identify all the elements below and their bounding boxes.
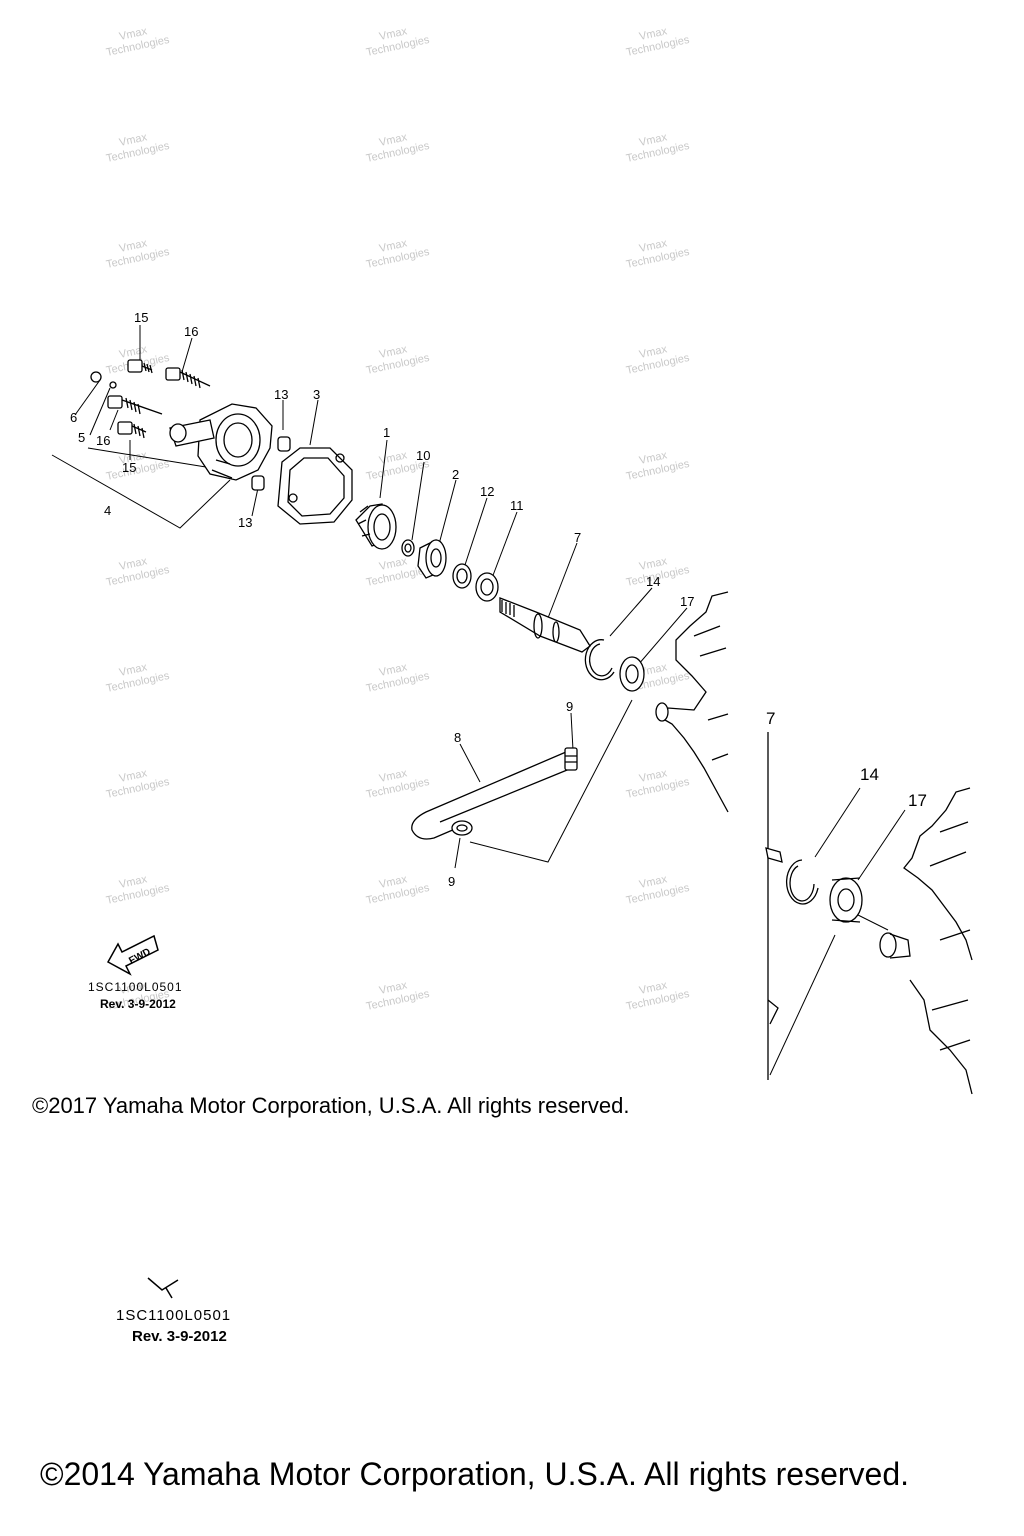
callout-1: 1 <box>383 425 390 440</box>
bearing-11 <box>475 572 499 602</box>
watermark-text: Vmax <box>118 661 148 679</box>
watermark-text: Vmax <box>378 25 408 43</box>
watermark-text: Vmax <box>378 979 408 997</box>
watermark-text: Vmax <box>638 343 668 361</box>
callout-13-upper: 13 <box>274 387 288 402</box>
watermark-text: Vmax <box>118 237 148 255</box>
hose-clamp-9-upper <box>564 747 578 771</box>
revision-date-top: Rev. 3-9-2012 <box>100 997 176 1011</box>
callout-8: 8 <box>454 730 461 745</box>
circlip-14 <box>584 639 615 681</box>
watermark-text: Vmax <box>118 555 148 573</box>
mechanical-seal-2 <box>417 539 447 579</box>
copyright-notice-top: ©2017 Yamaha Motor Corporation, U.S.A. A… <box>32 1093 630 1118</box>
watermark-text: Vmax <box>638 449 668 467</box>
callout-5: 5 <box>78 430 85 445</box>
inset-callout-7: 7 <box>766 709 775 728</box>
dowel-pin-13-lower <box>251 475 265 491</box>
watermark-text: Vmax <box>638 555 668 573</box>
callout-16-lower: 16 <box>96 433 110 448</box>
callout-10: 10 <box>416 448 430 463</box>
watermark-text: Vmax <box>118 873 148 891</box>
bolt-16-upper <box>165 367 211 389</box>
drawing-code-bottom: 1SC1100L0501 <box>116 1307 232 1324</box>
watermark-text: Vmax <box>638 767 668 785</box>
callout-9-lower: 9 <box>448 874 455 889</box>
inset-callout-14: 14 <box>860 765 879 784</box>
drawing-code-top: 1SC1100L0501 <box>88 980 183 994</box>
watermark-text: Vmax <box>638 661 668 679</box>
forward-arrow-fragment <box>147 1277 179 1299</box>
revision-date-bottom: Rev. 3-9-2012 <box>132 1328 227 1345</box>
watermark-text: Vmax <box>118 767 148 785</box>
watermark-text: Vmax <box>378 767 408 785</box>
watermark-text: Vmax <box>378 661 408 679</box>
forward-direction-arrow <box>106 934 159 976</box>
drain-bolt-6 <box>90 371 117 389</box>
dowel-pin-13-upper <box>277 436 291 452</box>
watermark-text: Vmax <box>118 343 148 361</box>
callout-15-upper: 15 <box>134 310 148 325</box>
callout-labels: 15 16 13 3 6 5 16 15 4 13 1 10 2 12 11 7… <box>70 310 927 967</box>
bolt-15-lower <box>117 421 147 439</box>
callout-7: 7 <box>574 530 581 545</box>
inset-detail <box>765 732 973 1095</box>
washer-10 <box>401 539 415 557</box>
impeller-shaft-7 <box>499 597 591 653</box>
watermark-text: Vmax <box>378 131 408 149</box>
watermark-text: Vmax <box>638 979 668 997</box>
hose-8 <box>411 751 573 840</box>
bolt-15-upper <box>127 359 153 374</box>
callout-17: 17 <box>680 594 694 609</box>
callout-4: 4 <box>104 503 111 518</box>
watermark-text: Vmax <box>378 555 408 573</box>
pump-housing-4 <box>169 403 273 481</box>
callout-9-upper: 9 <box>566 699 573 714</box>
callout-15-lower: 15 <box>122 460 136 475</box>
callout-6: 6 <box>70 410 77 425</box>
bearing-17 <box>619 656 645 692</box>
copyright-notice-bottom: ©2014 Yamaha Motor Corporation, U.S.A. A… <box>40 1456 910 1492</box>
watermark-text: Vmax <box>638 237 668 255</box>
watermark-text: Vmax <box>378 237 408 255</box>
hose-clamp-9-lower <box>451 820 473 836</box>
callout-11: 11 <box>510 498 524 513</box>
callout-14: 14 <box>646 574 660 589</box>
bolt-16-lower <box>107 395 163 415</box>
watermark-text: Vmax <box>118 131 148 149</box>
watermark-text: Vmax <box>638 131 668 149</box>
watermark-text: Vmax <box>638 873 668 891</box>
watermark-text: Vmax <box>378 873 408 891</box>
callout-3: 3 <box>313 387 320 402</box>
gasket-3 <box>277 447 353 525</box>
watermark-text: Vmax <box>118 25 148 43</box>
inset-callout-17: 17 <box>908 791 927 810</box>
callout-12: 12 <box>480 484 494 499</box>
callout-13-lower: 13 <box>238 515 252 530</box>
watermark-text: Vmax <box>378 343 408 361</box>
leader-lines <box>51 325 906 1076</box>
crankcase-fragment <box>655 591 729 813</box>
watermark-text: Vmax <box>638 25 668 43</box>
watermark-text: Vmax <box>118 979 148 997</box>
callout-16-upper: 16 <box>184 324 198 339</box>
callout-2: 2 <box>452 467 459 482</box>
impeller-1 <box>355 503 397 550</box>
oil-seal-12 <box>452 563 472 589</box>
